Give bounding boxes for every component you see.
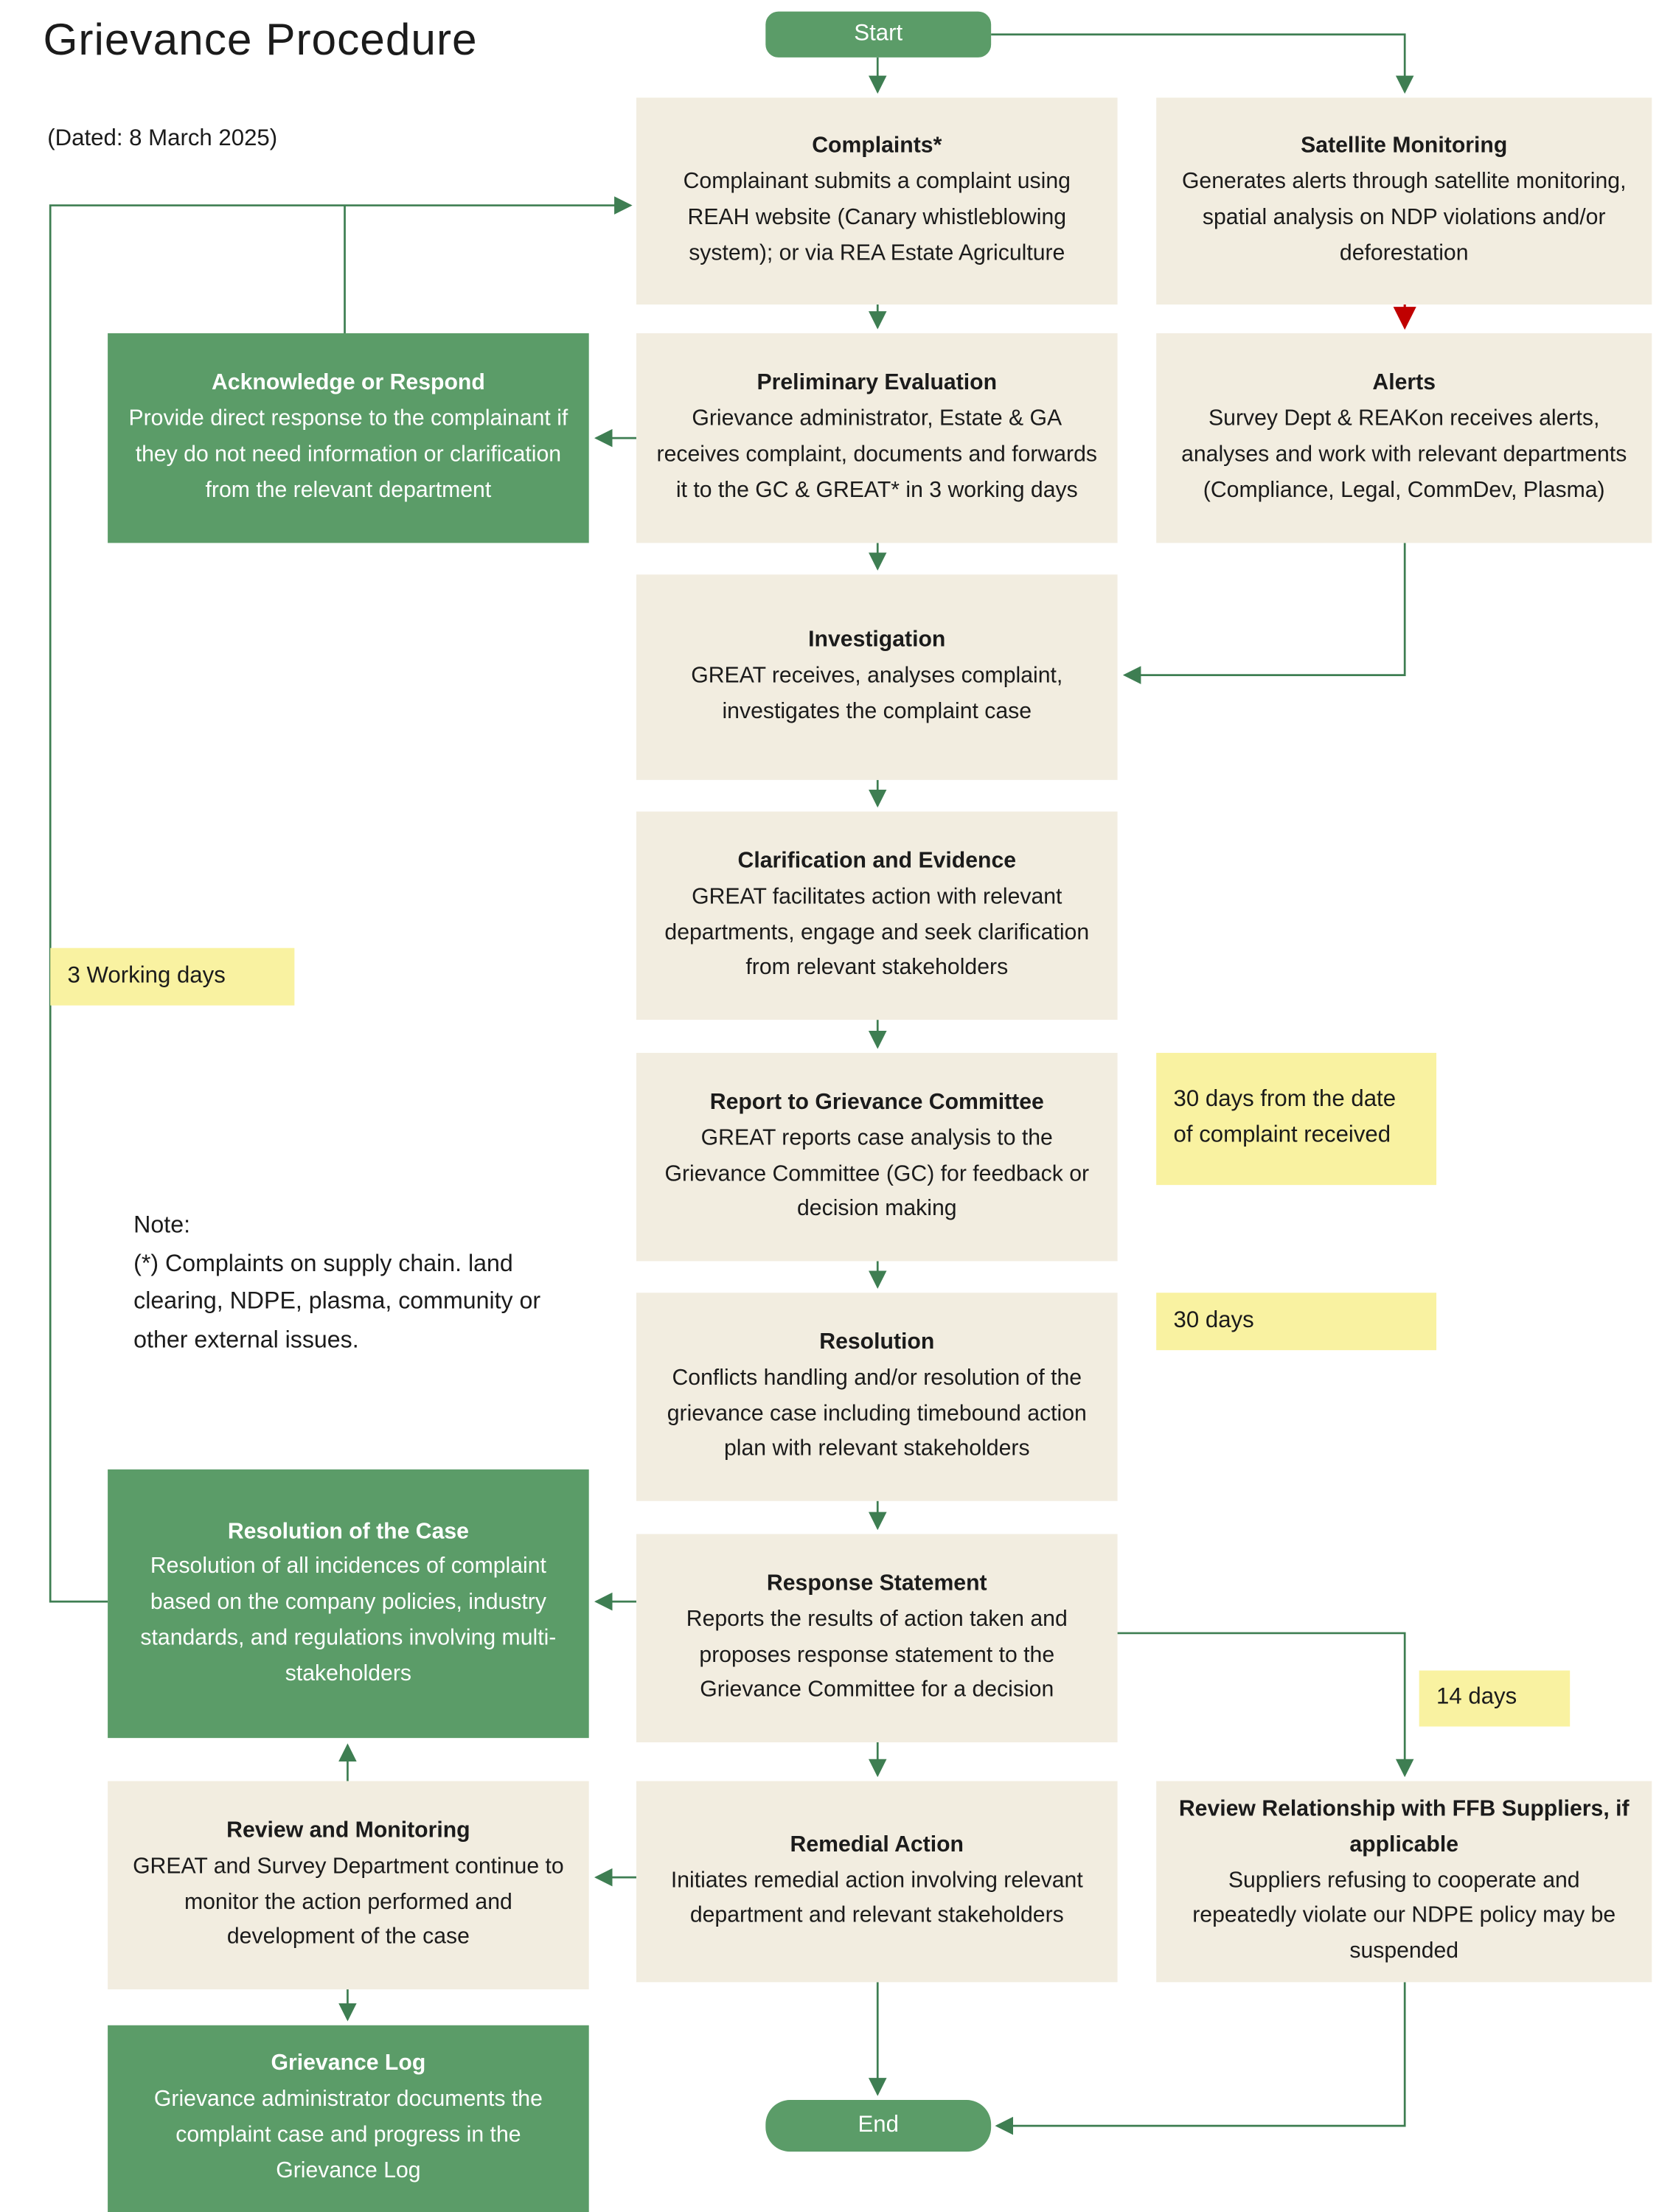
label-30-days-from-complaint: 30 days from the date of complaint recei… bbox=[1156, 1052, 1437, 1186]
node-title: Response Statement bbox=[766, 1571, 987, 1596]
node-remedial-action: Remedial Action Initiates remedial actio… bbox=[636, 1781, 1118, 1983]
arrow-review-ffb-to-end bbox=[995, 1982, 1406, 2135]
node-title: Review and Monitoring bbox=[226, 1818, 470, 1843]
node-acknowledge-or-respond: Acknowledge or Respond Provide direct re… bbox=[108, 333, 589, 543]
node-body: Complainant submits a complaint using RE… bbox=[683, 170, 1071, 265]
node-title: Investigation bbox=[808, 627, 946, 653]
label-14-days: 14 days bbox=[1419, 1670, 1571, 1727]
page-date: (Dated: 8 March 2025) bbox=[47, 126, 278, 151]
node-body: Grievance administrator documents the co… bbox=[153, 2087, 543, 2183]
node-title: Complaints* bbox=[812, 133, 942, 159]
node-body: Conflicts handling and/or resolution of … bbox=[667, 1366, 1087, 1461]
node-title: Review Relationship with FFB Suppliers, … bbox=[1178, 1797, 1630, 1857]
footnote: Note: (*) Complaints on supply chain. la… bbox=[133, 1206, 547, 1360]
node-body: GREAT receives, analyses complaint, inve… bbox=[691, 664, 1063, 724]
node-body: Resolution of all incidences of complain… bbox=[140, 1554, 557, 1686]
node-body: Reports the results of action taken and … bbox=[686, 1607, 1068, 1703]
node-response-statement: Response Statement Reports the results o… bbox=[636, 1534, 1118, 1742]
node-body: Suppliers refusing to cooperate and repe… bbox=[1192, 1868, 1616, 1964]
node-body: GREAT and Survey Department continue to … bbox=[133, 1854, 564, 1950]
node-alerts: Alerts Survey Dept & REAKon receives ale… bbox=[1156, 333, 1652, 543]
node-title: Resolution bbox=[819, 1329, 935, 1354]
arrow-response-to-review-ffb bbox=[1117, 1632, 1414, 1778]
label-3-working-days: 3 Working days bbox=[50, 947, 295, 1006]
node-title: Preliminary Evaluation bbox=[757, 371, 998, 396]
node-grievance-log: Grievance Log Grievance administrator do… bbox=[108, 2025, 589, 2212]
node-title: Grievance Log bbox=[271, 2051, 426, 2076]
node-review-ffb-suppliers: Review Relationship with FFB Suppliers, … bbox=[1156, 1781, 1652, 1983]
node-body: Survey Dept & REAKon receives alerts, an… bbox=[1181, 406, 1627, 503]
node-body: GREAT facilitates action with relevant d… bbox=[664, 884, 1090, 981]
node-clarification-and-evidence: Clarification and Evidence GREAT facilit… bbox=[636, 811, 1118, 1020]
node-body: GREAT reports case analysis to the Griev… bbox=[664, 1125, 1090, 1222]
node-title: Report to Grievance Committee bbox=[709, 1090, 1044, 1115]
node-body: Initiates remedial action involving rele… bbox=[670, 1868, 1083, 1929]
node-title: Alerts bbox=[1372, 371, 1436, 396]
footnote-title: Note: bbox=[133, 1212, 190, 1239]
node-body: Provide direct response to the complaina… bbox=[128, 406, 568, 503]
arrow-start-to-satellite bbox=[991, 33, 1414, 94]
end-terminal: End bbox=[765, 2100, 992, 2152]
node-title: Resolution of the Case bbox=[227, 1519, 469, 1544]
node-title: Acknowledge or Respond bbox=[212, 371, 485, 396]
node-resolution-of-the-case: Resolution of the Case Resolution of all… bbox=[108, 1469, 589, 1739]
footnote-body: (*) Complaints on supply chain. land cle… bbox=[133, 1251, 541, 1354]
label-30-days: 30 days bbox=[1156, 1293, 1437, 1351]
node-report-to-grievance-committee: Report to Grievance Committee GREAT repo… bbox=[636, 1052, 1118, 1262]
start-terminal: Start bbox=[765, 11, 992, 58]
page-title: Grievance Procedure bbox=[43, 14, 478, 65]
arrow-alerts-to-investigation bbox=[1122, 543, 1406, 684]
node-body: Generates alerts through satellite monit… bbox=[1181, 170, 1627, 265]
node-resolution: Resolution Conflicts handling and/or res… bbox=[636, 1293, 1118, 1501]
node-title: Remedial Action bbox=[790, 1832, 964, 1857]
node-review-and-monitoring: Review and Monitoring GREAT and Survey D… bbox=[108, 1781, 589, 1990]
node-body: Grievance administrator, Estate & GA rec… bbox=[656, 406, 1098, 503]
node-satellite-monitoring: Satellite Monitoring Generates alerts th… bbox=[1156, 97, 1652, 305]
node-investigation: Investigation GREAT receives, analyses c… bbox=[636, 574, 1118, 780]
node-preliminary-evaluation: Preliminary Evaluation Grievance adminis… bbox=[636, 333, 1118, 543]
node-complaints: Complaints* Complainant submits a compla… bbox=[636, 97, 1118, 305]
node-title: Satellite Monitoring bbox=[1301, 133, 1508, 159]
node-title: Clarification and Evidence bbox=[737, 849, 1017, 874]
